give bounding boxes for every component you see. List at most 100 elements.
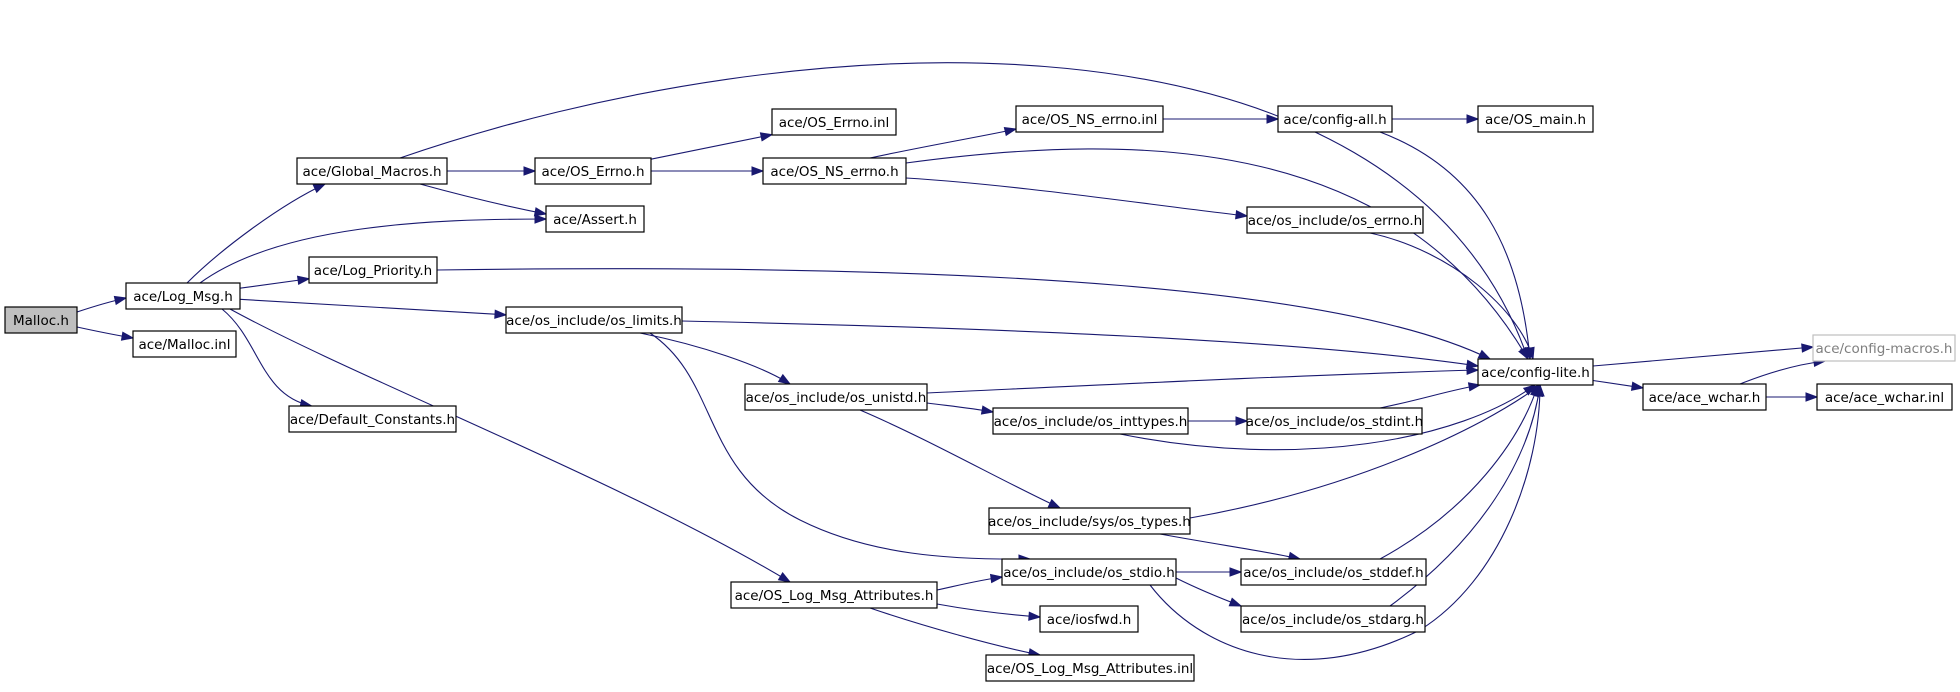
node-os-include-os-stddef-h[interactable]: ace/os_include/os_stddef.h xyxy=(1240,558,1427,586)
node-log-priority-h[interactable]: ace/Log_Priority.h xyxy=(308,256,438,284)
node-box xyxy=(771,108,897,136)
node-label: ace/ace_wchar.h xyxy=(1649,390,1761,406)
arrowhead-icon xyxy=(1266,114,1280,124)
node-box xyxy=(1477,105,1594,133)
node-os-include-os-stdio-h[interactable]: ace/os_include/os_stdio.h xyxy=(1001,558,1177,586)
node-box xyxy=(534,157,652,185)
edge-line xyxy=(936,603,1041,618)
edge-line xyxy=(1739,360,1826,385)
node-os-main-h[interactable]: ace/OS_main.h xyxy=(1477,105,1594,133)
node-ace-wchar-h[interactable]: ace/ace_wchar.h xyxy=(1642,383,1767,411)
node-os-log-msg-attributes-h[interactable]: ace/OS_Log_Msg_Attributes.h xyxy=(730,581,938,609)
node-label: ace/iosfwd.h xyxy=(1047,612,1132,628)
node-box xyxy=(1240,558,1427,586)
node-box xyxy=(288,405,457,433)
node-box xyxy=(505,306,683,334)
node-box xyxy=(545,205,645,233)
node-ace-wchar-inl[interactable]: ace/ace_wchar.inl xyxy=(1816,383,1953,411)
node-box xyxy=(762,157,907,185)
arrowhead-icon xyxy=(777,572,792,583)
node-config-macros-h[interactable]: ace/config-macros.h xyxy=(1812,334,1956,362)
arrowhead-icon xyxy=(1805,392,1819,402)
arrowhead-icon xyxy=(1525,346,1535,361)
node-label: ace/OS_Errno.h xyxy=(541,164,644,180)
arrowhead-icon xyxy=(1228,597,1243,607)
edge-os_include_sys_os_types_h-to-config_lite_h xyxy=(1189,384,1542,519)
node-box xyxy=(1039,605,1139,633)
node-os-include-os-stdarg-h[interactable]: ace/os_include/os_stdarg.h xyxy=(1240,605,1426,633)
node-config-all-h[interactable]: ace/config-all.h xyxy=(1277,105,1393,133)
node-label: ace/config-macros.h xyxy=(1816,341,1953,357)
edge-line xyxy=(221,308,312,407)
node-malloc-h[interactable]: Malloc.h xyxy=(4,306,78,334)
node-os-ns-errno-inl[interactable]: ace/OS_NS_errno.inl xyxy=(1015,105,1164,133)
node-os-include-os-inttypes-h[interactable]: ace/os_include/os_inttypes.h xyxy=(992,407,1189,435)
node-assert-h[interactable]: ace/Assert.h xyxy=(545,205,645,233)
edge-os_include_os_stdint_h-to-config_lite_h xyxy=(1379,382,1482,409)
node-os-include-os-unistd-h[interactable]: ace/os_include/os_unistd.h xyxy=(744,383,928,411)
edge-os_include_os_limits_h-to-os_include_os_stdio_h xyxy=(649,332,1032,564)
edge-line xyxy=(926,369,1479,394)
edge-config_lite_h-to-config_macros_h xyxy=(1592,343,1815,367)
node-box xyxy=(744,383,928,411)
arrowhead-icon xyxy=(1630,381,1645,391)
node-box xyxy=(296,157,448,185)
node-os-errno-h[interactable]: ace/OS_Errno.h xyxy=(534,157,652,185)
edge-os_include_sys_os_types_h-to-os_include_os_stddef_h xyxy=(1159,533,1302,561)
node-malloc-inl[interactable]: ace/Malloc.inl xyxy=(132,330,237,358)
edge-malloc_h-to-log_msg_h xyxy=(76,295,128,313)
edge-line xyxy=(869,607,1041,656)
node-box xyxy=(1816,383,1953,411)
arrowhead-icon xyxy=(1003,126,1018,137)
edge-log_msg_h-to-os_log_msg_attributes_h xyxy=(229,308,792,583)
edge-os_include_os_stdio_h-to-os_include_os_stddef_h xyxy=(1176,567,1243,577)
node-log-msg-h[interactable]: ace/Log_Msg.h xyxy=(125,282,241,310)
node-box xyxy=(988,507,1191,535)
node-label: ace/os_include/os_stdio.h xyxy=(1003,565,1175,581)
node-label: ace/Malloc.inl xyxy=(138,337,230,353)
arrowhead-icon xyxy=(777,373,792,385)
node-os-include-os-stdint-h[interactable]: ace/os_include/os_stdint.h xyxy=(1246,407,1423,435)
node-os-log-msg-attributes-inl[interactable]: ace/OS_Log_Msg_Attributes.inl xyxy=(985,654,1195,682)
node-box xyxy=(132,330,237,358)
edge-os_include_os_inttypes_h-to-os_include_os_stdint_h xyxy=(1188,416,1249,426)
node-label: ace/Default_Constants.h xyxy=(290,412,455,428)
node-label: ace/OS_NS_errno.inl xyxy=(1022,112,1158,128)
arrowhead-icon xyxy=(1028,611,1042,621)
edge-line xyxy=(1189,384,1541,519)
node-os-ns-errno-h[interactable]: ace/OS_NS_errno.h xyxy=(762,157,907,185)
arrowhead-icon xyxy=(989,573,1004,584)
node-default-constants-h[interactable]: ace/Default_Constants.h xyxy=(288,405,457,433)
arrowhead-icon xyxy=(1477,349,1492,360)
node-label: ace/OS_Log_Msg_Attributes.h xyxy=(735,588,934,604)
node-os-include-os-errno-h[interactable]: ace/os_include/os_errno.h xyxy=(1246,206,1424,234)
node-label: ace/config-all.h xyxy=(1283,112,1386,128)
node-label: ace/os_include/os_stdint.h xyxy=(1246,414,1423,430)
edge-log_msg_h-to-os_include_os_limits_h xyxy=(239,298,508,319)
node-os-include-sys-os-types-h[interactable]: ace/os_include/sys/os_types.h xyxy=(988,507,1191,535)
edge-log_msg_h-to-log_priority_h xyxy=(239,275,311,289)
node-global-macros-h[interactable]: ace/Global_Macros.h xyxy=(296,157,448,185)
node-label: ace/os_include/os_unistd.h xyxy=(746,390,927,406)
edge-line xyxy=(1119,384,1536,451)
arrowhead-icon xyxy=(1047,498,1062,509)
edge-os_ns_errno_h-to-os_ns_errno_inl xyxy=(869,126,1018,159)
edge-line xyxy=(859,409,1061,509)
edge-global_macros_h-to-assert_h xyxy=(419,183,548,217)
arrowhead-icon xyxy=(1235,210,1249,220)
edge-config_lite_h-to-ace_wchar_h xyxy=(1592,379,1645,391)
arrowhead-icon xyxy=(1801,343,1815,353)
node-os-include-os-limits-h[interactable]: ace/os_include/os_limits.h xyxy=(505,306,683,334)
node-iosfwd-h[interactable]: ace/iosfwd.h xyxy=(1039,605,1139,633)
edge-line xyxy=(681,320,1479,367)
node-box xyxy=(1812,334,1956,362)
node-layer: Malloc.h ace/Log_Msg.h ace/Malloc.inl ace/G… xyxy=(4,105,1956,682)
node-os-errno-inl[interactable]: ace/OS_Errno.inl xyxy=(771,108,897,136)
node-box xyxy=(1246,407,1423,435)
edge-log_msg_h-to-global_macros_h xyxy=(186,183,327,284)
node-box xyxy=(308,256,438,284)
node-config-lite-h[interactable]: ace/config-lite.h xyxy=(1477,358,1594,386)
edge-line xyxy=(905,148,1529,360)
edge-os_ns_errno_h-to-config_lite_h xyxy=(905,148,1529,361)
